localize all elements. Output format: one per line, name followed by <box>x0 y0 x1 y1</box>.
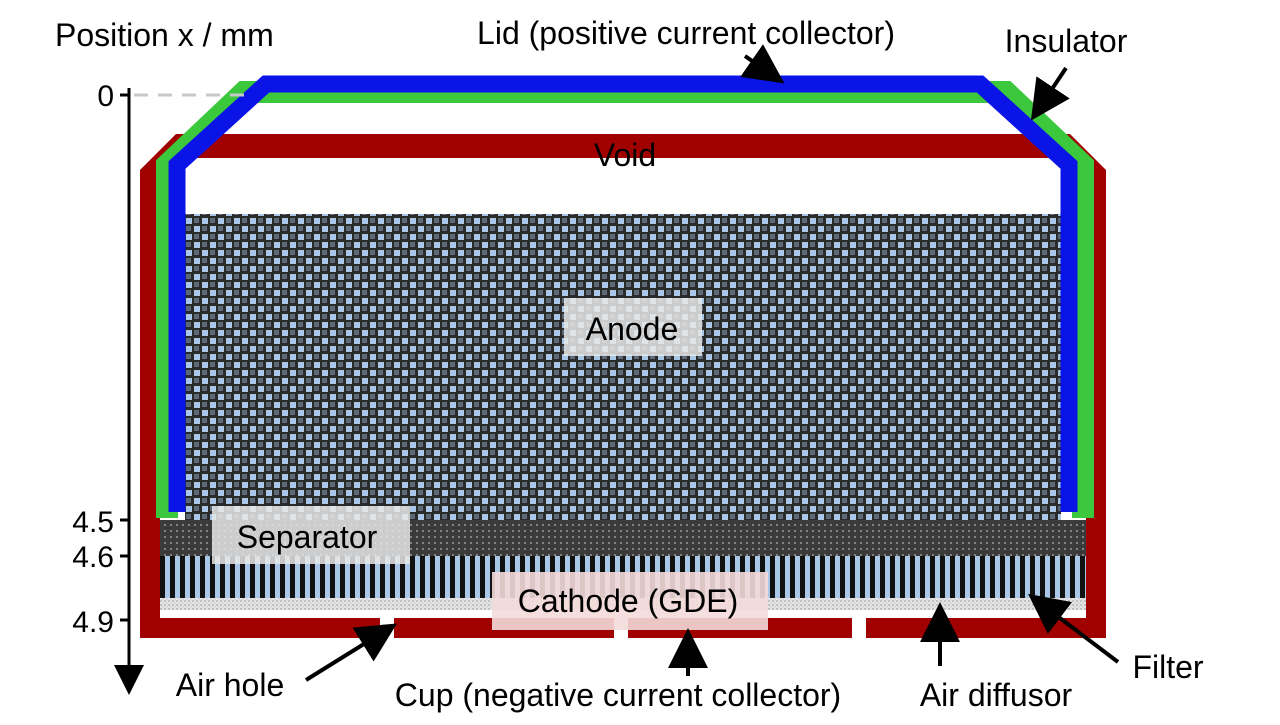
cup-label: Cup (negative current collector) <box>395 677 841 713</box>
anode-label: Anode <box>586 311 679 347</box>
position-axis <box>114 88 250 695</box>
anode-label-bg <box>564 298 702 356</box>
cathode-label-bg <box>492 572 768 630</box>
lid <box>168 75 1078 512</box>
axis-title: Position x / mm <box>55 17 274 53</box>
separator-label-bg <box>212 506 410 564</box>
tick-0: 0 <box>97 80 114 113</box>
air-hole-arrow <box>304 623 397 682</box>
anode-region <box>185 214 1061 520</box>
air-diffusor-label: Air diffusor <box>920 677 1073 713</box>
tick-4-9: 4.9 <box>72 606 114 639</box>
insulator-label: Insulator <box>1005 23 1128 59</box>
insulator-arrow <box>1030 66 1070 121</box>
tick-4-5: 4.5 <box>72 506 114 539</box>
void-label: Void <box>594 137 656 173</box>
air-hole-label: Air hole <box>176 667 285 703</box>
filter-arrow <box>1028 593 1120 664</box>
separator-label: Separator <box>237 519 378 555</box>
lid-arrow <box>740 44 785 84</box>
lid-label: Lid (positive current collector) <box>477 15 895 51</box>
cathode-label: Cathode (GDE) <box>518 583 739 619</box>
pointer-arrows <box>304 44 1120 682</box>
filter-label: Filter <box>1132 649 1203 685</box>
tick-4-6: 4.6 <box>72 541 114 574</box>
